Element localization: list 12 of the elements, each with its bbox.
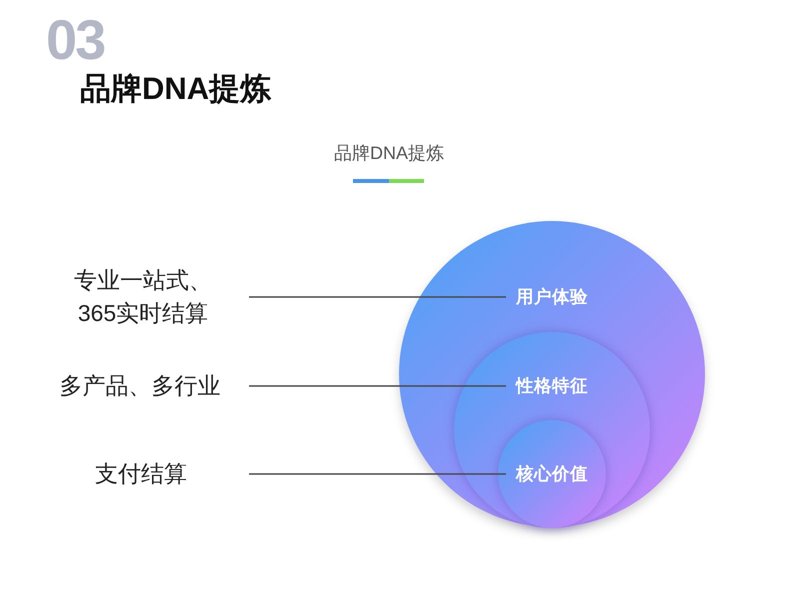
leader-line xyxy=(249,473,506,475)
feature-text: 多产品、多行业 xyxy=(60,370,220,402)
page-title: 品牌DNA提炼 xyxy=(80,70,272,108)
feature-text: 专业一站式、365实时结算 xyxy=(72,264,214,330)
circle-label: 性格特征 xyxy=(516,376,588,396)
section-subtitle: 品牌DNA提炼 xyxy=(334,143,444,165)
circle-label: 用户体验 xyxy=(516,286,588,308)
circle-label: 核心价值 xyxy=(516,464,588,484)
section-number: 03 xyxy=(46,12,104,68)
leader-line xyxy=(249,296,506,298)
leader-line xyxy=(249,385,506,387)
feature-text: 支付结算 xyxy=(95,458,187,490)
